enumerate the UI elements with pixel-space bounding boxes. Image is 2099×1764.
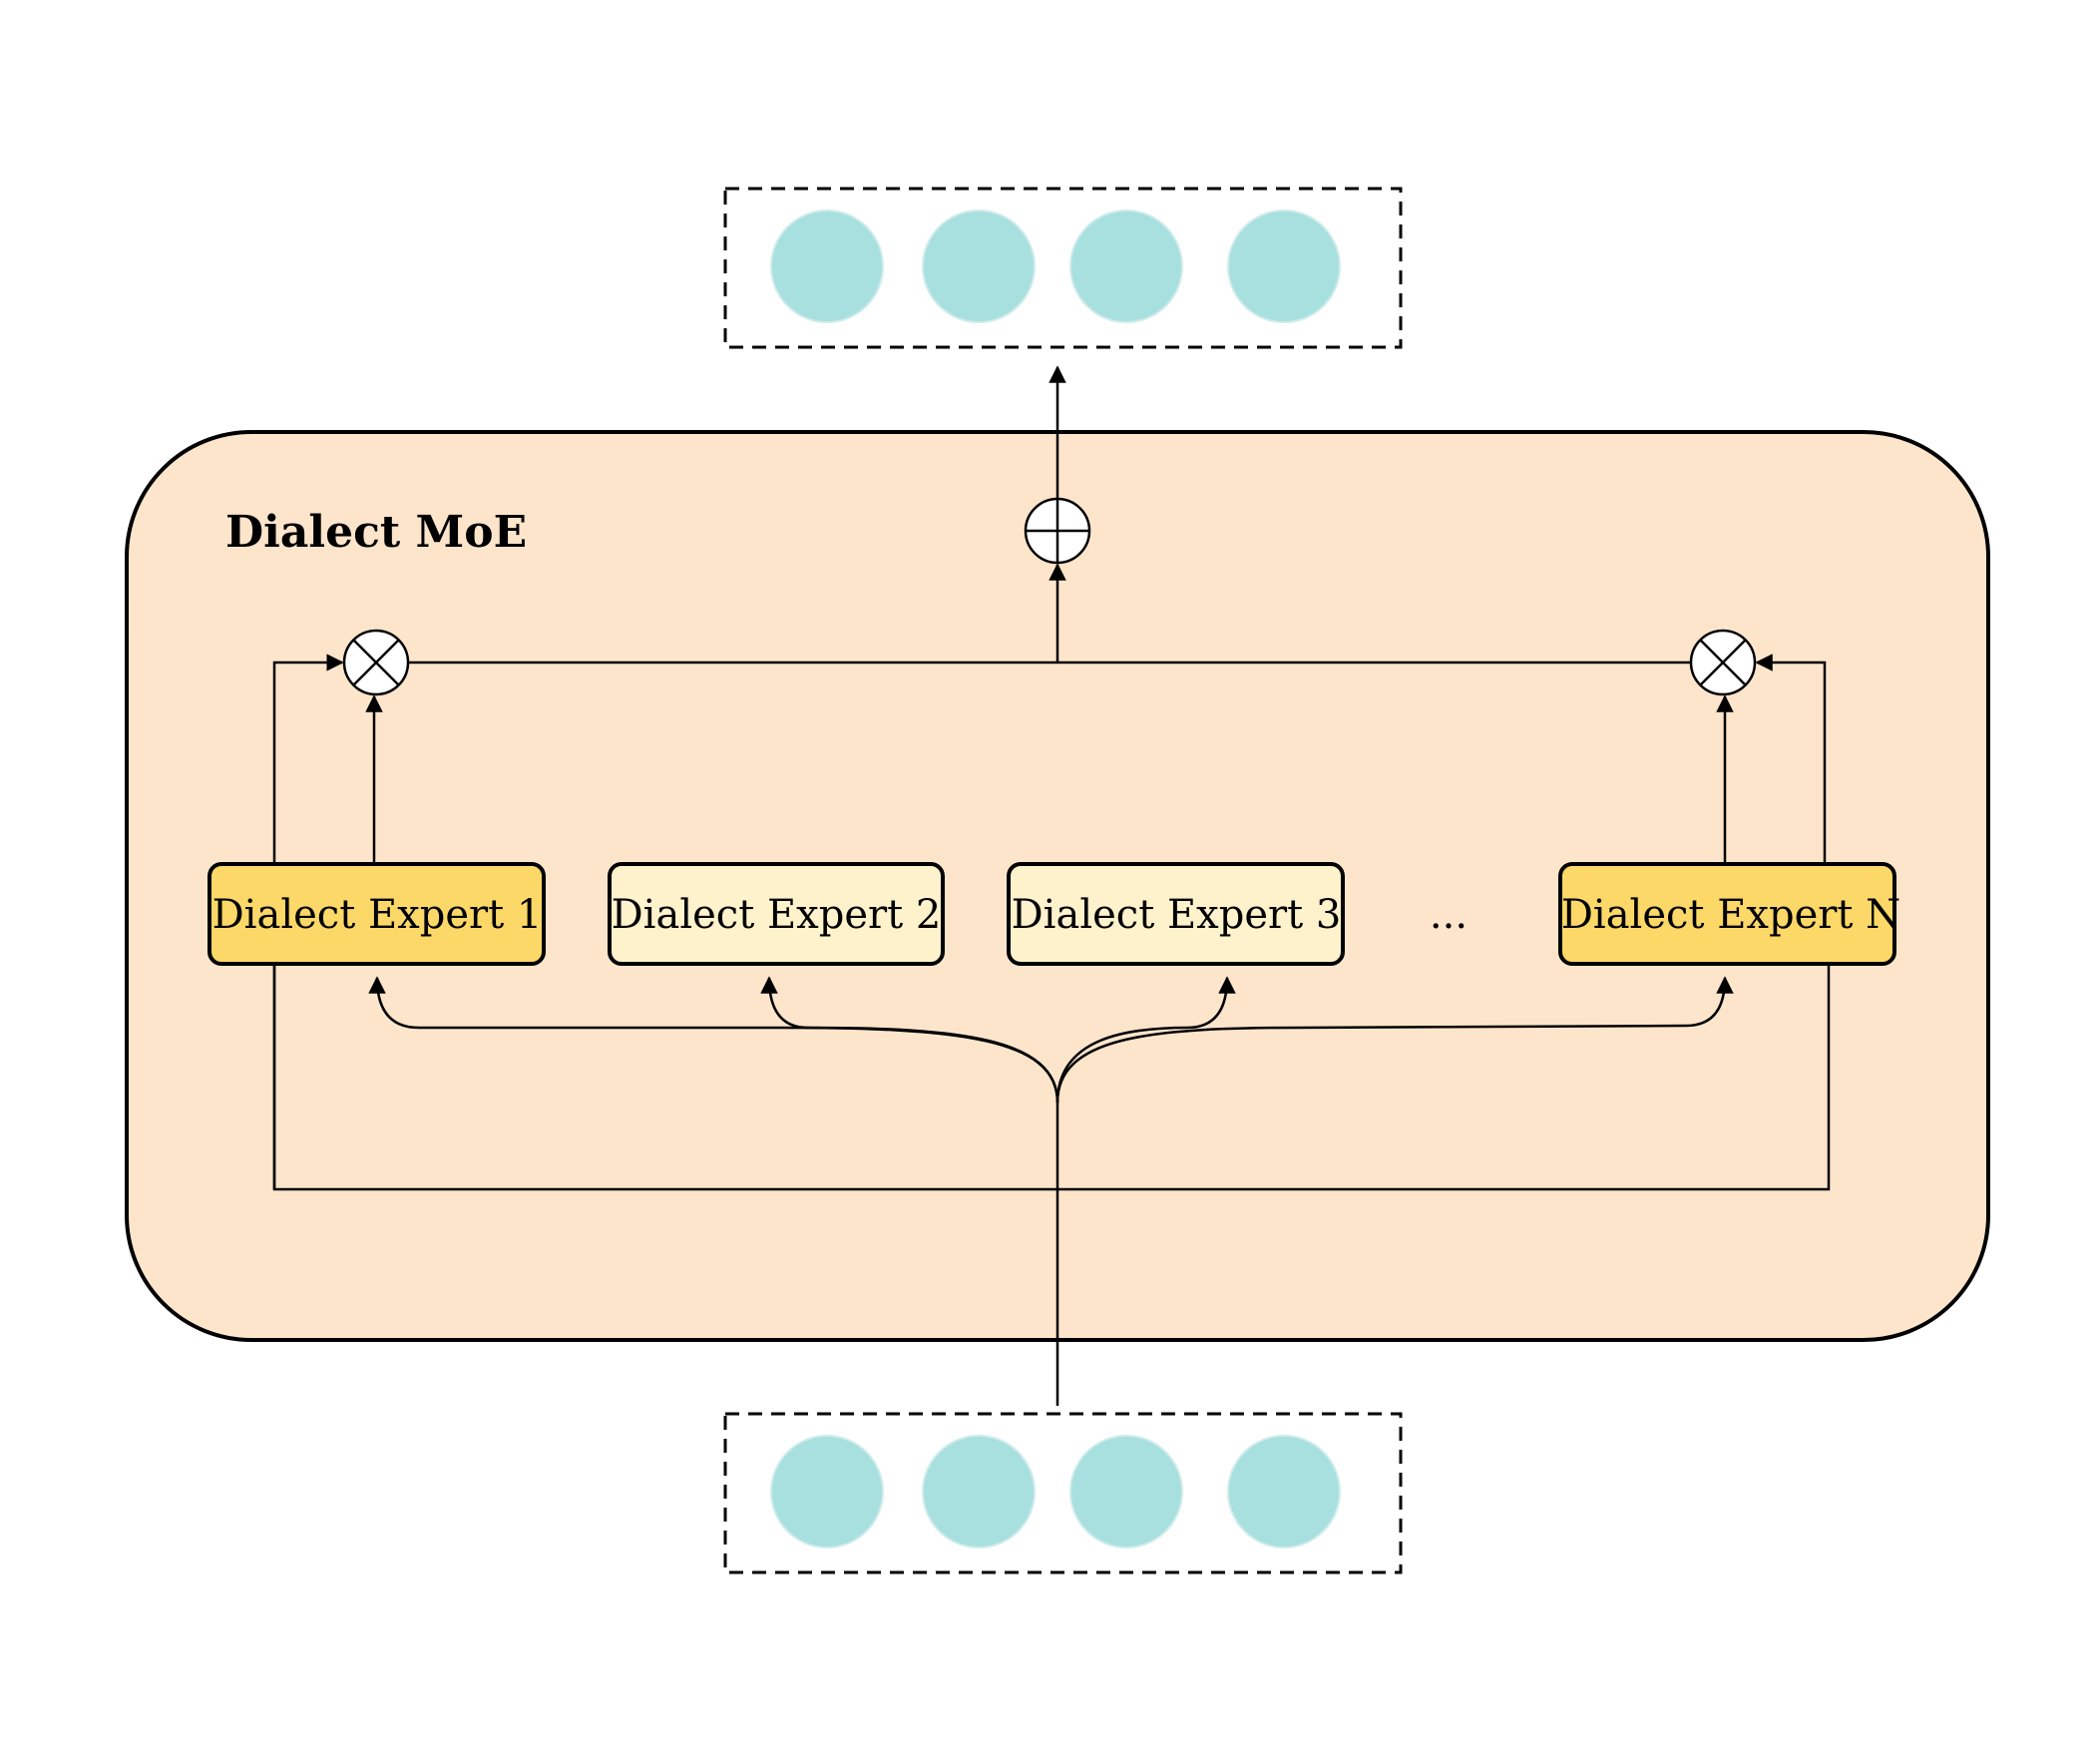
moe-title: Dialect MoE — [225, 507, 527, 558]
input-token — [922, 1435, 1036, 1548]
sum-operator-icon — [1024, 497, 1091, 565]
output-token-box — [723, 187, 1403, 349]
input-token — [1069, 1435, 1183, 1548]
output-token — [770, 210, 884, 323]
input-token-box — [723, 1412, 1403, 1574]
multiply-operator-right-icon — [1689, 629, 1757, 696]
input-token — [1227, 1435, 1341, 1548]
output-token — [1227, 210, 1341, 323]
expert-label: Dialect Expert N — [1561, 892, 1900, 938]
expert-3: Dialect Expert 3 — [1007, 862, 1345, 966]
gate-weight-path-right — [1057, 964, 1831, 1191]
input-token — [770, 1435, 884, 1548]
route-to-expert-N — [1055, 976, 1734, 1103]
input-tokens — [770, 1435, 1341, 1548]
expert-N: Dialect Expert N — [1558, 862, 1900, 966]
gate-weight-path-right-upper — [1755, 654, 1827, 862]
route-to-expert-2 — [760, 976, 1059, 1103]
route-to-expert-3 — [1055, 976, 1236, 1103]
ellipsis: ... — [1430, 892, 1468, 938]
expert-2: Dialect Expert 2 — [608, 862, 945, 966]
output-token — [922, 210, 1036, 323]
expert-label: Dialect Expert 2 — [612, 892, 942, 938]
expert-label: Dialect Expert 1 — [212, 892, 543, 938]
multiply-operator-left-icon — [342, 629, 410, 696]
output-token — [1069, 210, 1183, 323]
expert-label: Dialect Expert 3 — [1012, 892, 1342, 938]
output-tokens — [770, 210, 1341, 323]
expert-1: Dialect Expert 1 — [208, 862, 546, 966]
